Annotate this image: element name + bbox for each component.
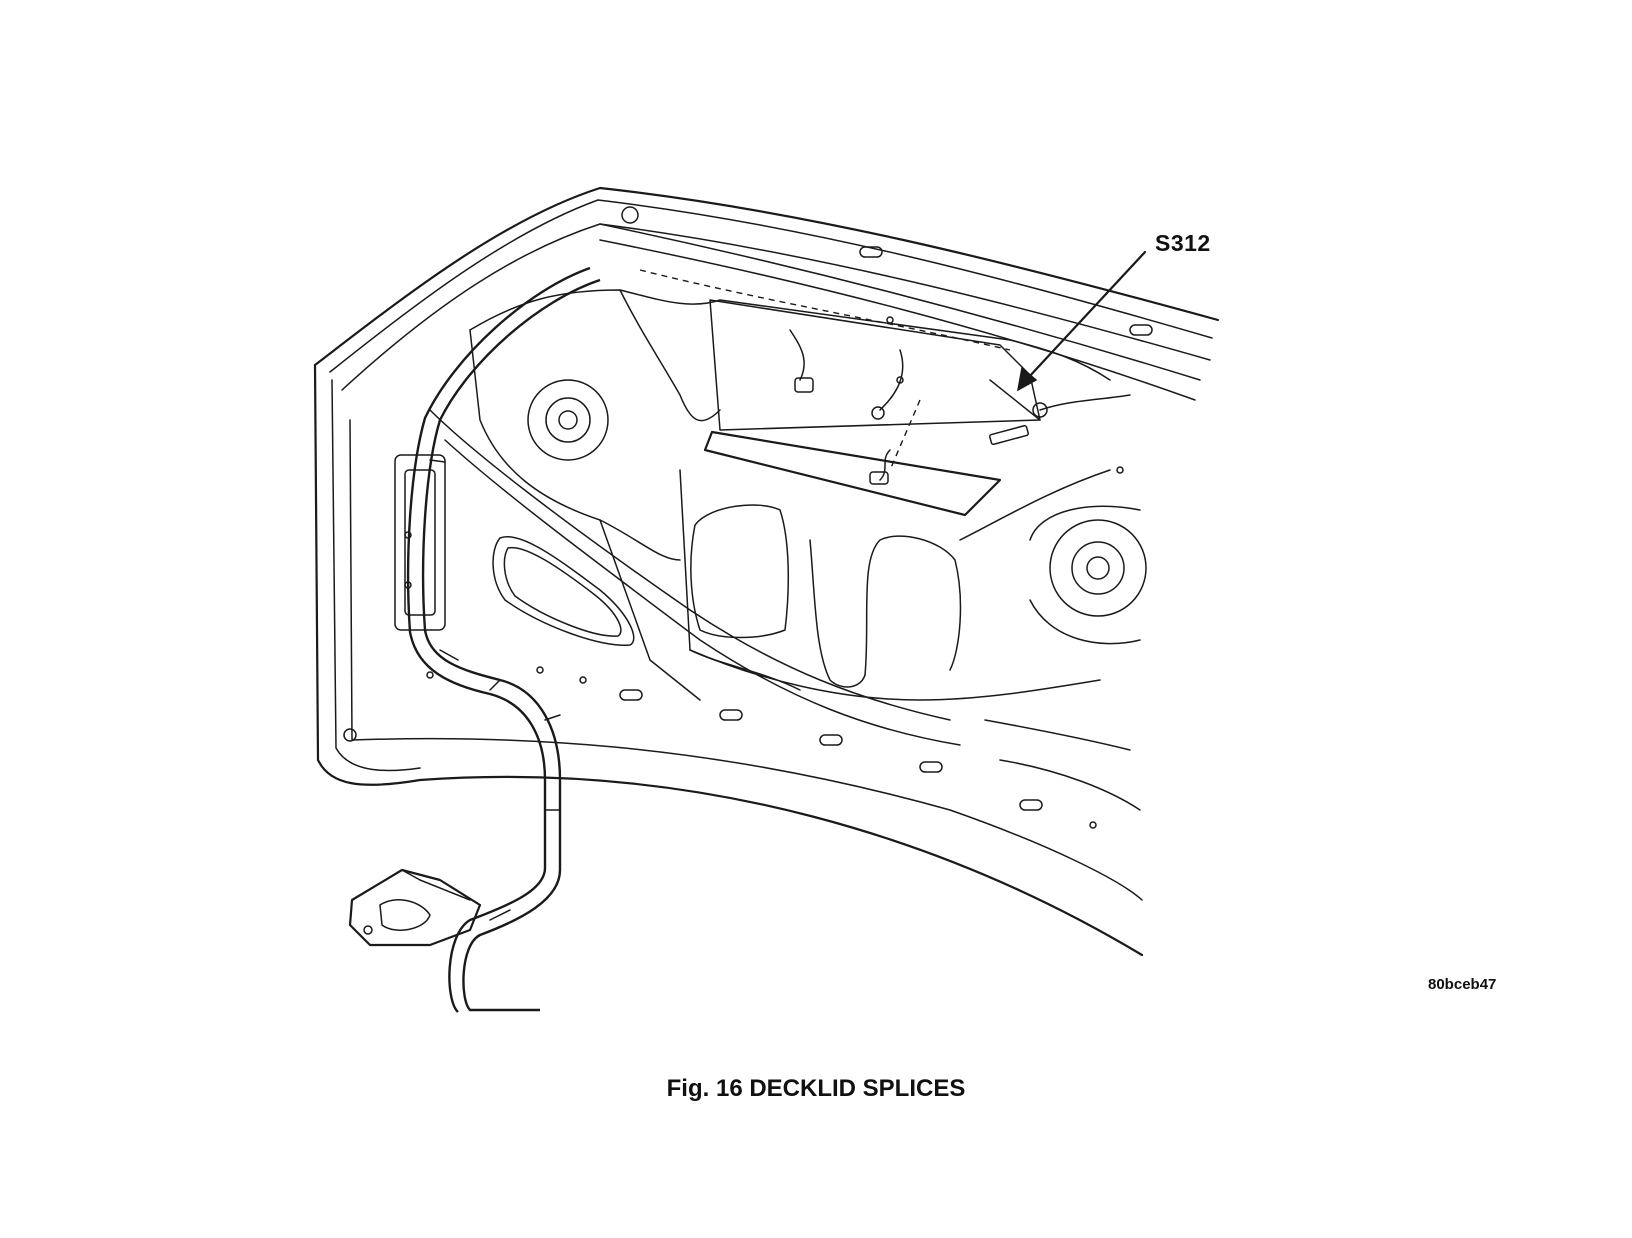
- image-id-label: 80bceb47: [1428, 976, 1497, 993]
- panel-cutouts: [492, 504, 962, 688]
- upper-harness: [639, 269, 1131, 517]
- figure-caption: Fig. 16 DECKLID SPLICES: [666, 1075, 966, 1102]
- bumper-pad-left: [527, 379, 609, 461]
- decklid-outer-panel: [313, 186, 1220, 957]
- inner-frame: [429, 289, 1141, 811]
- hinge-bracket: [394, 454, 446, 631]
- s312-leader-arrow: [1016, 250, 1147, 392]
- bumper-pad-right: [1029, 505, 1147, 645]
- mounting-holes: [343, 206, 1153, 829]
- lower-hinge: [348, 868, 482, 947]
- wiring-harness: [406, 266, 601, 1013]
- splice-callout-label: S312: [1155, 230, 1211, 256]
